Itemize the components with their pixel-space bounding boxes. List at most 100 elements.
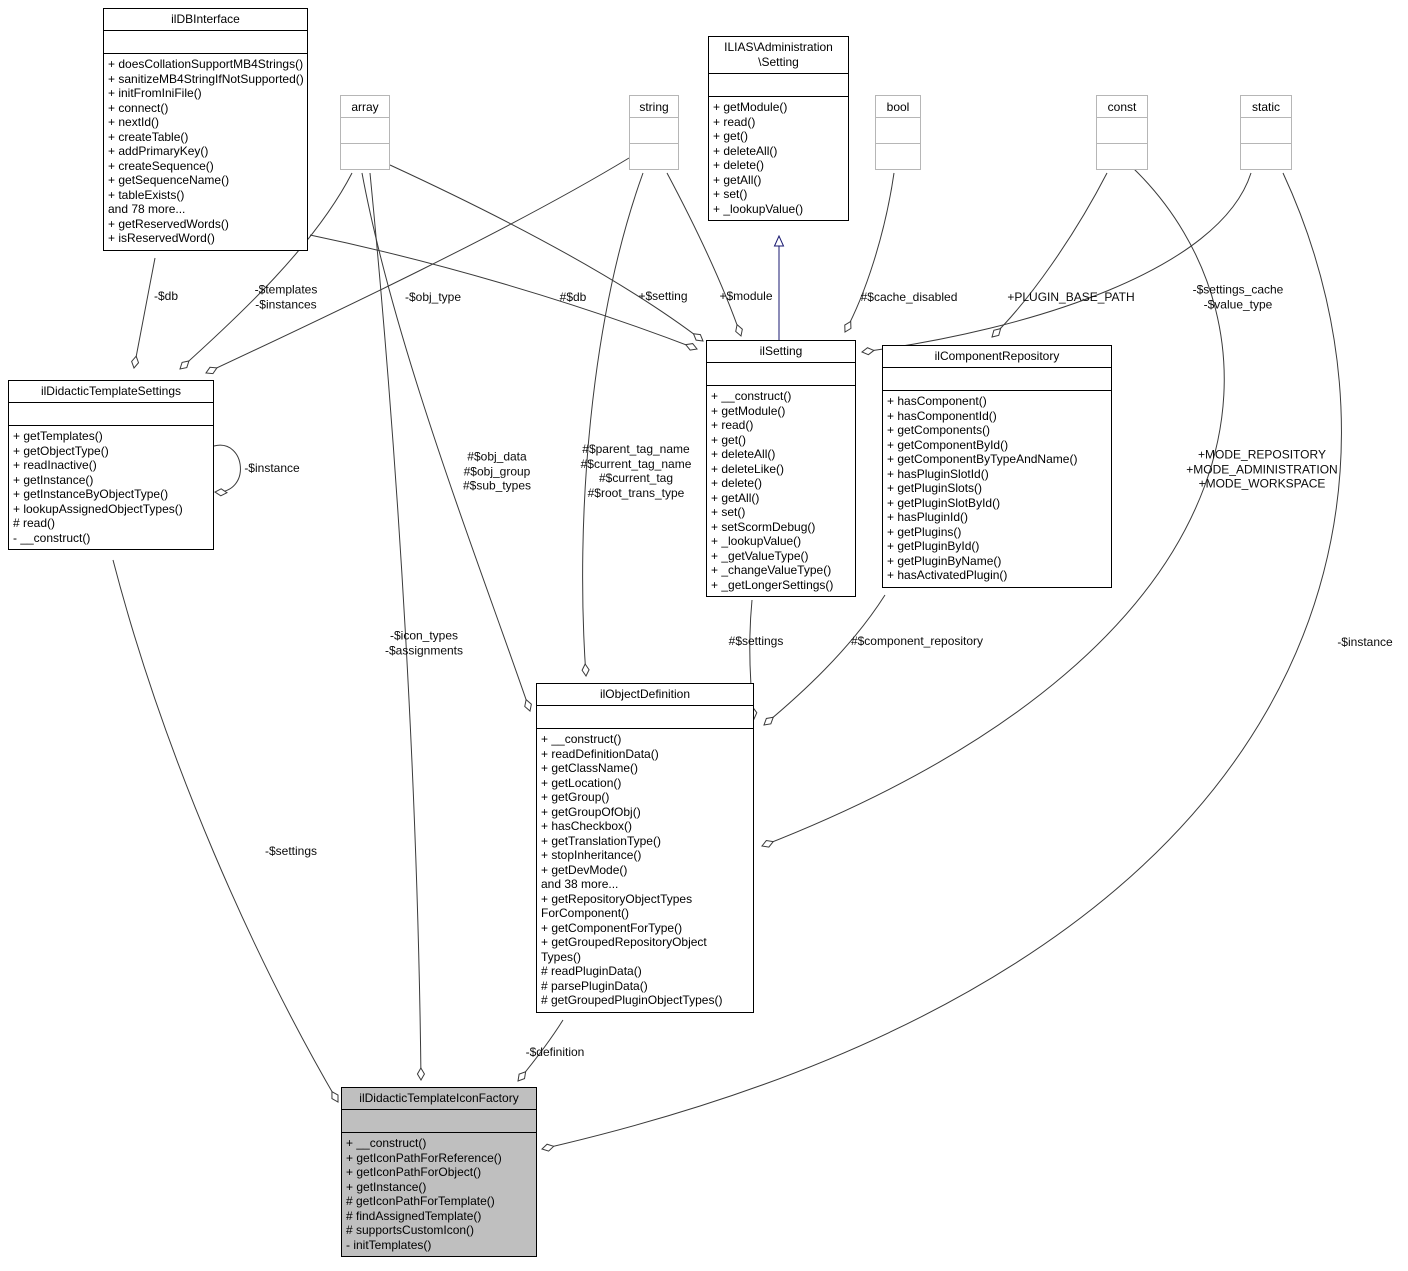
edge-label: #$db (559, 289, 587, 304)
member: + getModule() (713, 100, 788, 114)
member: + getTranslationType() (541, 833, 661, 848)
type-box-array: array (340, 95, 390, 170)
edge-label: -$instance (244, 460, 300, 475)
type-box-string: string (629, 95, 679, 170)
class-title: ilDidacticTemplateIconFactory (342, 1088, 536, 1110)
member: + getPluginById() (887, 539, 980, 553)
class-box-ilcomponentrepository[interactable]: ilComponentRepository + hasComponent()+ … (882, 345, 1112, 588)
type-empty-compartment (1097, 118, 1147, 144)
member: + getSequenceName() (108, 173, 230, 187)
member: + getComponentById() (887, 437, 1009, 452)
class-methods: + __construct()+ readDefinitionData()+ g… (537, 729, 753, 1012)
member: + hasComponentId() (887, 408, 997, 423)
member: + __construct() (346, 1136, 427, 1150)
class-attributes (342, 1110, 536, 1133)
edge-label: #$obj_data #$obj_group #$sub_types (462, 449, 532, 493)
class-attributes (709, 74, 848, 97)
class-box-ildbinterface[interactable]: ilDBInterface + doesCollationSupportMB4S… (103, 8, 308, 251)
member: + getTemplates() (13, 429, 103, 443)
member: + getModule() (711, 403, 786, 418)
edge-label: -$settings (264, 843, 318, 858)
member: + getReservedWords() (108, 216, 229, 231)
edge-array-ilsetting (389, 164, 704, 342)
member: + isReservedWord() (108, 231, 215, 245)
member: + getGroupedRepositoryObject (541, 935, 707, 949)
edge-dts-selfloop (213, 444, 241, 497)
member: + getAll() (711, 490, 760, 505)
class-methods: + __construct()+ getModule()+ read() + ge… (707, 386, 855, 596)
member: # read() (13, 516, 56, 530)
member: + _getValueType() (711, 548, 809, 563)
member: + getIconPathForObject() (346, 1165, 482, 1179)
edge-const-repo (991, 172, 1108, 338)
type-label: static (1241, 96, 1291, 118)
member: + hasPluginSlotId() (887, 466, 989, 481)
class-box-ildidactictemplatesettings[interactable]: ilDidacticTemplateSettings + getTemplate… (8, 380, 214, 550)
edge-db-ilsetting (309, 234, 698, 351)
member: Types() (541, 949, 582, 964)
class-title: ilObjectDefinition (537, 684, 753, 706)
class-box-ildidactictemplateiconfactory[interactable]: ilDidacticTemplateIconFactory + __constr… (341, 1087, 537, 1257)
edge-label: +MODE_REPOSITORY +MODE_ADMINISTRATION +M… (1186, 447, 1338, 491)
class-attributes (537, 706, 753, 729)
member: - __construct() (13, 530, 91, 545)
edge-static-factory (541, 172, 1342, 1152)
member: + getAll() (713, 172, 762, 187)
member: + getPluginSlotById() (887, 495, 1001, 510)
edge-dts-factory (112, 559, 339, 1103)
member: + delete() (713, 158, 765, 172)
type-empty-compartment (1241, 118, 1291, 144)
class-title: ilDBInterface (104, 9, 307, 31)
member: + _lookupValue() (713, 201, 804, 216)
type-empty-compartment (1241, 144, 1291, 169)
member: + __construct() (711, 389, 792, 403)
member: + getGroup() (541, 790, 610, 804)
edge-string-objdef (581, 172, 644, 677)
class-box-ilobjectdefinition[interactable]: ilObjectDefinition + __construct()+ read… (536, 683, 754, 1013)
member: + initFromIniFile() (108, 86, 202, 100)
class-attributes (707, 363, 855, 386)
member: + read() (711, 418, 754, 432)
member: + readDefinitionData() (541, 746, 659, 761)
type-empty-compartment (341, 118, 389, 144)
type-empty-compartment (1097, 144, 1147, 169)
member: + getRepositoryObjectTypes (541, 891, 693, 906)
member: and 78 more... (108, 202, 186, 216)
member: # readPluginData() (541, 964, 642, 978)
class-methods: + doesCollationSupportMB4Strings()+ sani… (104, 54, 307, 250)
member: + _changeValueType() (711, 563, 832, 577)
class-box-ilias-administration-setting[interactable]: ILIAS\Administration \Setting + getModul… (708, 36, 849, 221)
edge-static-ilsetting (861, 172, 1252, 356)
member: + connect() (108, 100, 169, 115)
member: + getObjectType() (13, 443, 109, 458)
type-box-const: const (1096, 95, 1148, 170)
class-methods: + getModule()+ read()+ get()+ deleteAll(… (709, 97, 848, 220)
member: + getPluginSlots() (887, 481, 983, 495)
edge-label: -$settings_cache -$value_type (1192, 282, 1284, 312)
type-box-bool: bool (875, 95, 921, 170)
class-attributes (104, 31, 307, 54)
class-methods: + __construct()+ getIconPathForReference… (342, 1133, 536, 1256)
member: + hasComponent() (887, 394, 987, 408)
edge-bool-ilsetting (844, 172, 895, 333)
member: + set() (713, 187, 748, 201)
type-label: const (1097, 96, 1147, 118)
class-box-ilsetting[interactable]: ilSetting + __construct()+ getModule()+ … (706, 340, 856, 597)
member: + getInstance() (13, 472, 94, 487)
edge-array-dts (179, 172, 353, 370)
type-label: string (630, 96, 678, 118)
member: + createSequence() (108, 158, 214, 173)
member: + getDevMode() (541, 862, 628, 877)
member: + getPluginByName() (887, 553, 1002, 568)
member: + read() (713, 114, 756, 129)
member: + addPrimaryKey() (108, 144, 209, 158)
edge-label: +$setting (638, 288, 688, 303)
edge-string-ilsetting (666, 172, 743, 337)
member: + getComponents() (887, 423, 991, 437)
member: # supportsCustomIcon() (346, 1223, 475, 1237)
edge-repo-objdef (763, 594, 886, 726)
member: + lookupAssignedObjectTypes() (13, 501, 183, 516)
class-title: ilSetting (707, 341, 855, 363)
class-title: ilComponentRepository (883, 346, 1111, 368)
